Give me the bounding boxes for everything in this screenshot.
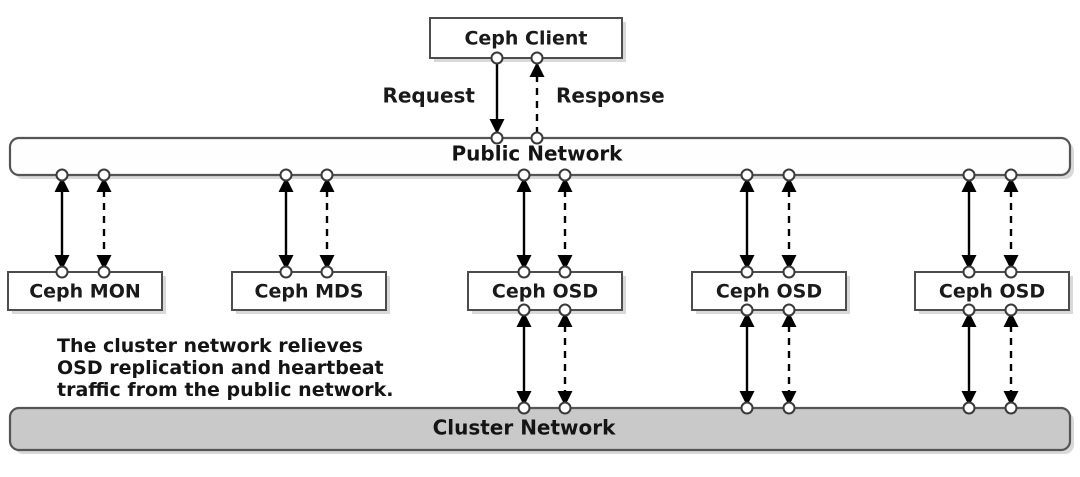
cluster-network-label: Cluster Network xyxy=(433,416,617,440)
arrowhead-down xyxy=(781,391,797,406)
public-network-label: Public Network xyxy=(452,142,624,166)
arrowhead-down xyxy=(557,391,573,406)
ceph-osd-3-top-solid-connector xyxy=(962,265,976,279)
arrowhead-down xyxy=(516,255,532,270)
arrowhead-up xyxy=(516,312,532,327)
arrowhead-up xyxy=(781,312,797,327)
ceph-mon-public-solid-connector xyxy=(55,168,69,182)
note-line: OSD replication and heartbeat xyxy=(57,357,384,379)
ceph-osd-3-public-dashed-connector xyxy=(1004,168,1018,182)
ceph-osd-2-top-solid-connector xyxy=(740,265,754,279)
ceph-osd-1-public-solid-connector xyxy=(517,168,531,182)
arrowhead-down xyxy=(489,119,505,134)
ceph-osd-2-cluster-dashed-connector xyxy=(782,401,796,415)
ceph-osd-2-cluster-solid-connector xyxy=(740,401,754,415)
client-request-connector xyxy=(490,51,504,65)
arrowhead-up xyxy=(529,62,545,77)
ceph-mon-label: Ceph MON xyxy=(29,281,141,303)
ceph-osd-2-bottom-solid-connector xyxy=(740,303,754,317)
arrowhead-down xyxy=(961,391,977,406)
arrowhead-up xyxy=(319,177,335,192)
arrowhead-up xyxy=(557,312,573,327)
connector-dot-layer xyxy=(55,51,1018,415)
response-label: Response xyxy=(556,84,665,108)
ceph-osd-2-box[interactable] xyxy=(691,271,847,311)
ceph-mon-public-dashed-connector xyxy=(97,168,111,182)
arrowhead-up xyxy=(739,177,755,192)
arrowhead-up xyxy=(961,177,977,192)
ceph-osd-3-top-dashed-connector xyxy=(1004,265,1018,279)
network-bar-layer xyxy=(8,136,1072,452)
arrowhead-down xyxy=(516,391,532,406)
ceph-osd-3-cluster-dashed-connector xyxy=(1004,401,1018,415)
arrowhead-up xyxy=(739,312,755,327)
ceph-osd-3-bottom-dashed-connector xyxy=(1004,303,1018,317)
ceph-osd-2-bottom-dashed-connector xyxy=(782,303,796,317)
arrowhead-up xyxy=(516,177,532,192)
ceph-osd-1-public-dashed-connector xyxy=(558,168,572,182)
arrowhead-up xyxy=(781,177,797,192)
ceph-mon-top-solid-connector xyxy=(55,265,69,279)
request-label: Request xyxy=(382,84,475,108)
arrowhead-up xyxy=(1003,177,1019,192)
arrowhead-up xyxy=(278,177,294,192)
ceph-osd-3-label: Ceph OSD xyxy=(939,281,1045,303)
ceph-osd-3-box[interactable] xyxy=(914,271,1070,311)
ceph-mds-top-dashed-connector xyxy=(320,265,334,279)
cluster-network-bar xyxy=(8,406,1072,452)
arrowhead-down xyxy=(557,255,573,270)
ceph-osd-1-bottom-dashed-connector xyxy=(558,303,572,317)
ceph-osd-2-public-dashed-connector xyxy=(782,168,796,182)
ceph-osd-2-public-solid-connector xyxy=(740,168,754,182)
ceph-osd-3-cluster-solid-connector xyxy=(962,401,976,415)
arrowhead-down xyxy=(278,255,294,270)
ceph-osd-1-top-dashed-connector xyxy=(558,265,572,279)
ceph-mon-box[interactable] xyxy=(7,271,163,311)
arrowhead-up xyxy=(961,312,977,327)
ceph-mds-public-dashed-connector xyxy=(320,168,334,182)
arrowhead-down xyxy=(1003,391,1019,406)
note-line: The cluster network relieves xyxy=(57,335,363,357)
ceph-mds-label: Ceph MDS xyxy=(255,281,364,303)
public-response-connector xyxy=(530,131,544,145)
arrowhead-down xyxy=(319,255,335,270)
ceph-osd-1-cluster-solid-connector xyxy=(517,401,531,415)
ceph-osd-2-label: Ceph OSD xyxy=(716,281,822,303)
ceph-osd-3-bottom-solid-connector xyxy=(962,303,976,317)
ceph-mds-box[interactable] xyxy=(231,271,387,311)
ceph-osd-2-top-dashed-connector xyxy=(782,265,796,279)
ceph-mds-top-solid-connector xyxy=(279,265,293,279)
arrowhead-down xyxy=(96,255,112,270)
arrowhead-down xyxy=(1003,255,1019,270)
arrowhead-down xyxy=(961,255,977,270)
ceph-mon-top-dashed-connector xyxy=(97,265,111,279)
ceph-osd-1-top-solid-connector xyxy=(517,265,531,279)
arrowhead-up xyxy=(96,177,112,192)
ceph-osd-3-public-solid-connector xyxy=(962,168,976,182)
ceph-mds-public-solid-connector xyxy=(279,168,293,182)
arrowhead-up xyxy=(1003,312,1019,327)
link-layer xyxy=(54,62,1019,406)
ceph-osd-1-cluster-dashed-connector xyxy=(558,401,572,415)
arrowhead-down xyxy=(781,255,797,270)
ceph-client-label: Ceph Client xyxy=(464,28,587,50)
public-request-connector xyxy=(490,131,504,145)
arrowhead-down xyxy=(54,255,70,270)
note-line: traffic from the public network. xyxy=(57,379,394,401)
client-response-connector xyxy=(530,51,544,65)
ceph-osd-1-box[interactable] xyxy=(467,271,623,311)
ceph-client-box[interactable] xyxy=(429,17,623,59)
node-box-layer xyxy=(7,17,1070,311)
arrowhead-up xyxy=(557,177,573,192)
ceph-osd-1-label: Ceph OSD xyxy=(492,281,598,303)
arrowhead-up xyxy=(54,177,70,192)
arrowhead-down xyxy=(739,255,755,270)
ceph-osd-1-bottom-solid-connector xyxy=(517,303,531,317)
arrowhead-down xyxy=(739,391,755,406)
